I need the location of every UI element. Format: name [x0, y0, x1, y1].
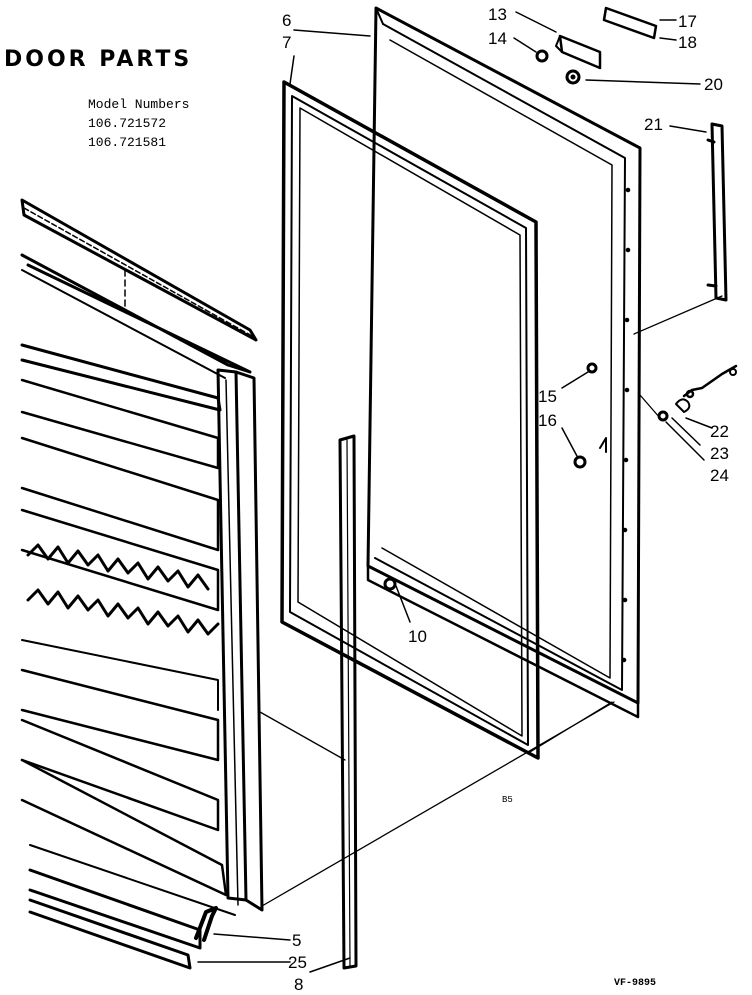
callout-7: 7: [282, 33, 291, 52]
hex-nut-14: [535, 49, 549, 63]
callout-23: 23: [710, 444, 729, 463]
callout-17: 17: [678, 12, 697, 31]
model-number-1: 106.721572: [88, 116, 166, 131]
diagram-title: DOOR PARTS: [4, 47, 192, 72]
callout-10: 10: [408, 627, 427, 646]
hinge-bushing-20: [565, 69, 581, 85]
callout-22: 22: [710, 422, 729, 441]
callout-24: 24: [710, 466, 729, 485]
callout-8: 8: [294, 975, 303, 994]
callout-6: 6: [282, 11, 291, 30]
callout-leaders: [197, 11, 713, 973]
door-handle-21: [706, 122, 728, 302]
door-stop-hardware: [657, 364, 738, 422]
callout-20: 20: [704, 75, 723, 94]
outer-door-panel: [366, 6, 642, 719]
cabinet-body: [20, 198, 264, 970]
callout-15: 15: [538, 387, 557, 406]
callout-25: 25: [288, 953, 307, 972]
section-code: B5: [502, 795, 513, 805]
model-numbers-heading: Model Numbers: [88, 97, 189, 112]
alignment-lines: [259, 295, 723, 907]
callout-21: 21: [644, 115, 663, 134]
drawing-code: VF-9895: [614, 978, 656, 989]
hinge-bracket-assembly: [555, 6, 658, 70]
washer-10: [383, 577, 397, 591]
gasket-strip: [338, 434, 358, 970]
screw-15: [586, 362, 598, 374]
nut-16: [573, 437, 607, 469]
callout-13: 13: [488, 5, 507, 24]
callout-16: 16: [538, 411, 557, 430]
bottom-hinge-5: [194, 906, 218, 942]
callout-5: 5: [292, 931, 301, 950]
model-number-2: 106.721581: [88, 135, 166, 150]
callout-14: 14: [488, 29, 507, 48]
door-gasket-frame: [280, 80, 540, 760]
callout-18: 18: [678, 33, 697, 52]
